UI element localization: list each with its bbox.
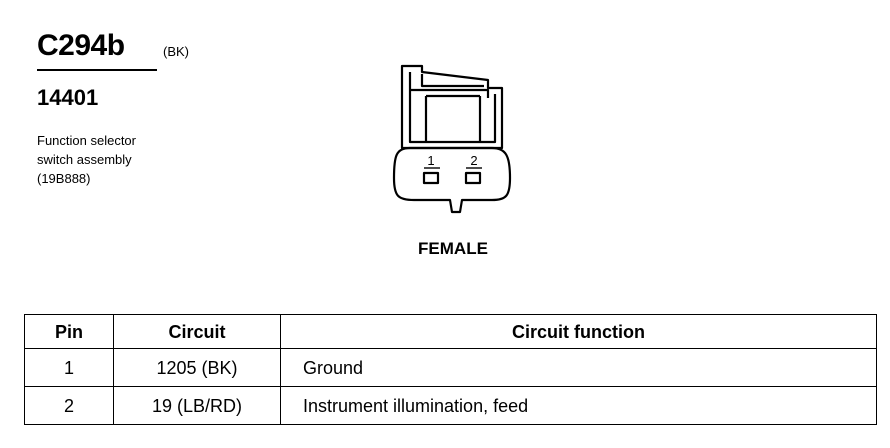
cell-pin: 1 <box>24 348 114 387</box>
table-header-row: Pin Circuit Circuit function <box>24 314 877 349</box>
part-number: 14401 <box>37 85 99 110</box>
cell-circuit: 19 (LB/RD) <box>113 386 281 425</box>
pin-table: Pin Circuit Circuit function 1 1205 (BK)… <box>24 314 877 425</box>
table-row: 2 19 (LB/RD) Instrument illumination, fe… <box>24 386 877 425</box>
component-description: Function selector switch assembly (19B88… <box>37 131 136 188</box>
pin-cavity-1 <box>422 171 440 185</box>
header-pin: Pin <box>24 314 114 349</box>
connector-body <box>392 146 512 214</box>
latch-housing-outline <box>400 64 504 150</box>
header-circuit: Circuit <box>113 314 281 349</box>
cell-function: Ground <box>280 348 877 387</box>
connector-color: (BK) <box>163 44 189 59</box>
title-underline <box>37 69 157 71</box>
header-circuit-function: Circuit function <box>280 314 877 349</box>
connector-gender-label: FEMALE <box>418 239 488 258</box>
latch-inner-lines <box>408 72 497 144</box>
connector-face-drawing: 1 2 <box>392 64 512 214</box>
latch-ramp <box>420 74 484 88</box>
description-line-1: Function selector <box>37 133 136 148</box>
description-line-3: (19B888) <box>37 171 91 186</box>
cell-function: Instrument illumination, feed <box>280 386 877 425</box>
connector-id: C294b <box>37 29 125 62</box>
pin-cavity-2 <box>464 171 482 185</box>
pin-label-2: 2 <box>470 153 477 168</box>
latch-window <box>424 94 482 142</box>
description-line-2: switch assembly <box>37 152 132 167</box>
table-row: 1 1205 (BK) Ground <box>24 348 877 387</box>
cell-pin: 2 <box>24 386 114 425</box>
pin-label-1: 1 <box>427 153 434 168</box>
cell-circuit: 1205 (BK) <box>113 348 281 387</box>
